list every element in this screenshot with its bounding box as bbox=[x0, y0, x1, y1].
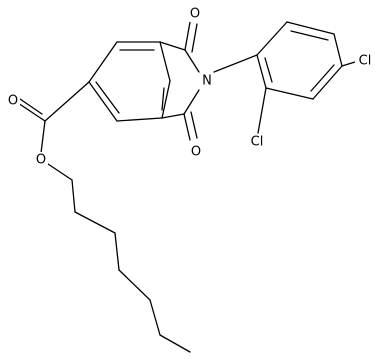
atom-o-top: O bbox=[188, 6, 202, 22]
atom-o-bottom: O bbox=[189, 144, 203, 160]
atom-o-carbonyl: O bbox=[6, 93, 20, 109]
cl-left-bond bbox=[257, 87, 267, 134]
svg-text:O: O bbox=[190, 7, 200, 22]
atom-n: N bbox=[199, 73, 215, 89]
svg-text:O: O bbox=[191, 145, 201, 160]
heptyl-chain bbox=[47, 163, 191, 353]
svg-text:O: O bbox=[36, 153, 46, 168]
svg-text:Cl: Cl bbox=[359, 54, 372, 69]
benzene-ring-fused bbox=[88, 41, 171, 122]
imide-carbonyls bbox=[183, 21, 198, 141]
atom-cl-right: Cl bbox=[355, 53, 375, 69]
cl-right-bond bbox=[341, 61, 356, 67]
dichlorophenyl-ring bbox=[256, 21, 343, 100]
atom-cl-left: Cl bbox=[247, 134, 267, 150]
svg-text:N: N bbox=[202, 74, 212, 89]
n-aryl-bond bbox=[213, 54, 258, 73]
svg-text:Cl: Cl bbox=[251, 135, 264, 150]
imide-ring bbox=[159, 41, 200, 119]
atom-o-ester: O bbox=[34, 152, 48, 168]
svg-text:O: O bbox=[8, 94, 18, 109]
ester-group bbox=[17, 81, 90, 154]
